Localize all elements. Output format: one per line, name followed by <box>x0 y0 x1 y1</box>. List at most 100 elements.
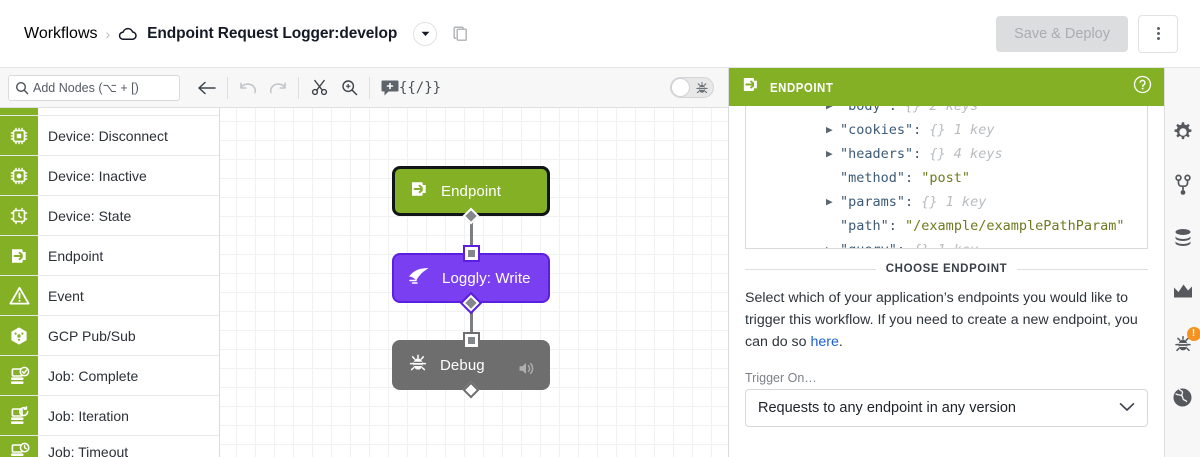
canvas-toolbar: {{/}} <box>0 68 728 108</box>
node-inspector-panel: ENDPOINT ▶ "body": {} 2 keys ▶ "cookies": {… <box>728 68 1164 457</box>
json-key: "query": <box>840 242 905 248</box>
endpoint-icon <box>741 75 760 99</box>
more-vertical-icon <box>1156 25 1160 41</box>
right-icon-rail: ! <box>1164 68 1200 457</box>
request-payload-viewer[interactable]: ▶ "body": {} 2 keys ▶ "cookies": {} 1 key ▶ "… <box>745 106 1148 249</box>
json-meta: {} 1 key <box>913 242 978 248</box>
list-item[interactable]: GCP Pub/Sub <box>0 316 219 356</box>
json-key: "path": <box>840 218 897 234</box>
add-comment-button[interactable] <box>375 73 405 103</box>
node-label: Loggly: Write <box>442 269 531 287</box>
loggly-icon <box>408 267 430 289</box>
list-item[interactable]: Job: Iteration <box>0 396 219 436</box>
node-label: Debug <box>440 356 485 374</box>
job-iteration-icon <box>0 396 38 435</box>
more-options-button[interactable] <box>1138 14 1178 53</box>
undo-button[interactable] <box>233 73 263 103</box>
json-line[interactable]: ▶ "query": {} 1 key <box>754 238 1139 248</box>
node-port-input-loggly[interactable] <box>463 245 480 262</box>
list-item-label: Job: Complete <box>48 367 139 384</box>
globe-icon[interactable] <box>1171 385 1195 409</box>
list-item-label: Device: Disconnect <box>48 127 168 144</box>
zoom-button[interactable] <box>334 73 364 103</box>
json-key: "cookies": <box>840 122 922 138</box>
json-key: "params": <box>840 194 914 210</box>
top-bar: Workflows › Endpoint Request Logger:deve… <box>0 0 1200 68</box>
bug-icon[interactable]: ! <box>1171 327 1200 356</box>
add-comment-icon <box>381 80 399 95</box>
toolbar-divider-1 <box>227 76 228 99</box>
gear-icon[interactable] <box>1171 120 1195 144</box>
node-icon-tile <box>0 108 38 115</box>
section-description: Select which of your application’s endpo… <box>745 287 1148 353</box>
list-item-label: Event <box>48 287 84 304</box>
workflow-canvas[interactable]: Endpoint Loggly: Write Debug <box>220 108 728 457</box>
list-item-label: GCP Pub/Sub <box>48 327 136 344</box>
json-meta: {} 1 key <box>929 122 995 138</box>
list-item[interactable]: Device: Disconnect <box>0 116 219 156</box>
list-item[interactable]: Job: Timeout <box>0 436 219 457</box>
node-label: Endpoint <box>441 182 502 200</box>
scissors-icon <box>311 79 327 96</box>
breadcrumb-root[interactable]: Workflows <box>24 24 98 42</box>
json-line[interactable]: ▶ "body": {} 2 keys <box>754 106 1139 118</box>
divider-left <box>745 268 876 270</box>
endpoint-icon <box>409 179 429 203</box>
debug-toggle[interactable] <box>670 77 714 98</box>
cut-button[interactable] <box>304 73 334 103</box>
save-deploy-button[interactable]: Save & Deploy <box>996 15 1128 52</box>
git-branch-icon[interactable] <box>1171 173 1195 197</box>
json-key: "body": <box>840 106 897 114</box>
undo-icon <box>240 82 257 93</box>
trigger-on-select[interactable]: Requests to any endpoint in any version <box>745 389 1148 427</box>
json-key: "method": <box>840 170 914 186</box>
create-endpoint-link[interactable]: here <box>810 334 839 350</box>
device-inactive-icon <box>0 156 38 195</box>
device-state-icon <box>0 196 38 235</box>
json-line[interactable]: ▶"params": {} 1 key <box>754 190 1139 214</box>
json-line: "method": "post" <box>754 166 1139 190</box>
top-actions: Save & Deploy <box>996 14 1200 53</box>
device-disconnect-icon <box>0 116 38 155</box>
trigger-on-label: Trigger On… <box>745 371 817 385</box>
toggle-knob <box>671 78 690 97</box>
speaker-icon[interactable] <box>518 361 536 380</box>
list-item-label: Device: State <box>48 207 132 224</box>
list-item[interactable]: Device: Inactive <box>0 156 219 196</box>
add-nodes-search[interactable] <box>8 74 180 101</box>
inspector-title: ENDPOINT <box>770 79 834 95</box>
list-item[interactable] <box>0 108 219 116</box>
page-title: Endpoint Request Logger:develop <box>147 24 398 42</box>
chevron-right-icon[interactable]: ▶ <box>826 123 833 136</box>
json-line[interactable]: ▶"headers": {} 4 keys <box>754 142 1139 166</box>
chevron-right-icon[interactable]: ▶ <box>826 238 833 248</box>
redo-button[interactable] <box>263 73 293 103</box>
list-item[interactable]: Endpoint <box>0 236 219 276</box>
canvas-node-debug[interactable]: Debug <box>392 340 550 390</box>
chevron-right-icon[interactable]: ▶ <box>826 195 833 208</box>
json-key: "headers": <box>840 146 922 162</box>
list-item-label: Device: Inactive <box>48 167 147 184</box>
list-item-label: Endpoint <box>48 247 104 264</box>
back-button[interactable] <box>192 73 222 103</box>
search-input[interactable] <box>33 75 179 100</box>
workflow-version-dropdown[interactable] <box>413 21 438 46</box>
list-item[interactable]: Device: State <box>0 196 219 236</box>
template-braces-button[interactable]: {{/}} <box>399 73 441 103</box>
json-meta: {} 2 keys <box>905 106 979 114</box>
zoom-icon <box>341 80 357 96</box>
chart-area-icon[interactable] <box>1171 279 1195 303</box>
copy-icon[interactable] <box>453 26 468 42</box>
json-line[interactable]: ▶ "cookies": {} 1 key <box>754 118 1139 142</box>
list-item-label: Job: Iteration <box>48 407 129 424</box>
list-item[interactable]: Event <box>0 276 219 316</box>
chevron-right-icon[interactable]: ▶ <box>826 147 833 160</box>
database-icon[interactable] <box>1171 226 1195 250</box>
job-timeout-icon <box>0 436 38 457</box>
chevron-right-icon[interactable]: ▶ <box>826 106 833 118</box>
list-item[interactable]: Job: Complete <box>0 356 219 396</box>
node-port-input-debug[interactable] <box>463 332 480 349</box>
chevron-down-icon <box>1119 400 1135 416</box>
help-circle-icon[interactable] <box>1133 75 1152 99</box>
